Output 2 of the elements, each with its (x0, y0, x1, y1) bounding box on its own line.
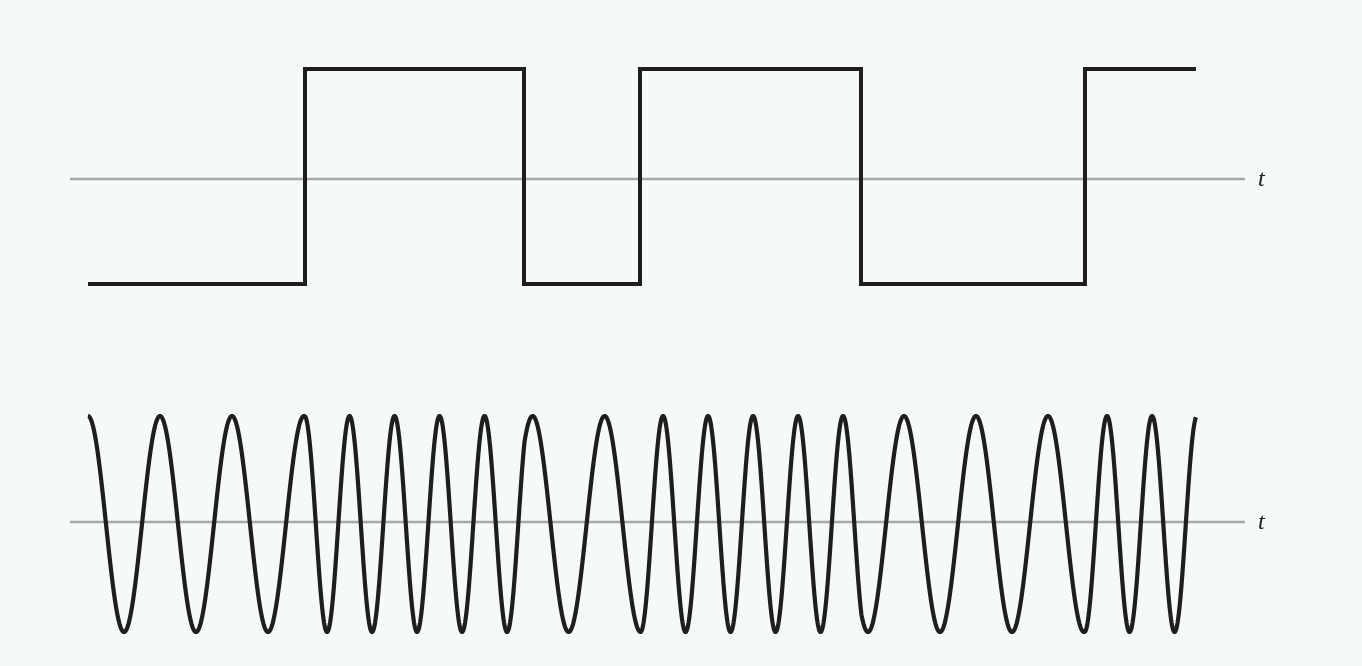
axis-label: t (1258, 509, 1265, 533)
axis-label: t (1258, 166, 1265, 190)
